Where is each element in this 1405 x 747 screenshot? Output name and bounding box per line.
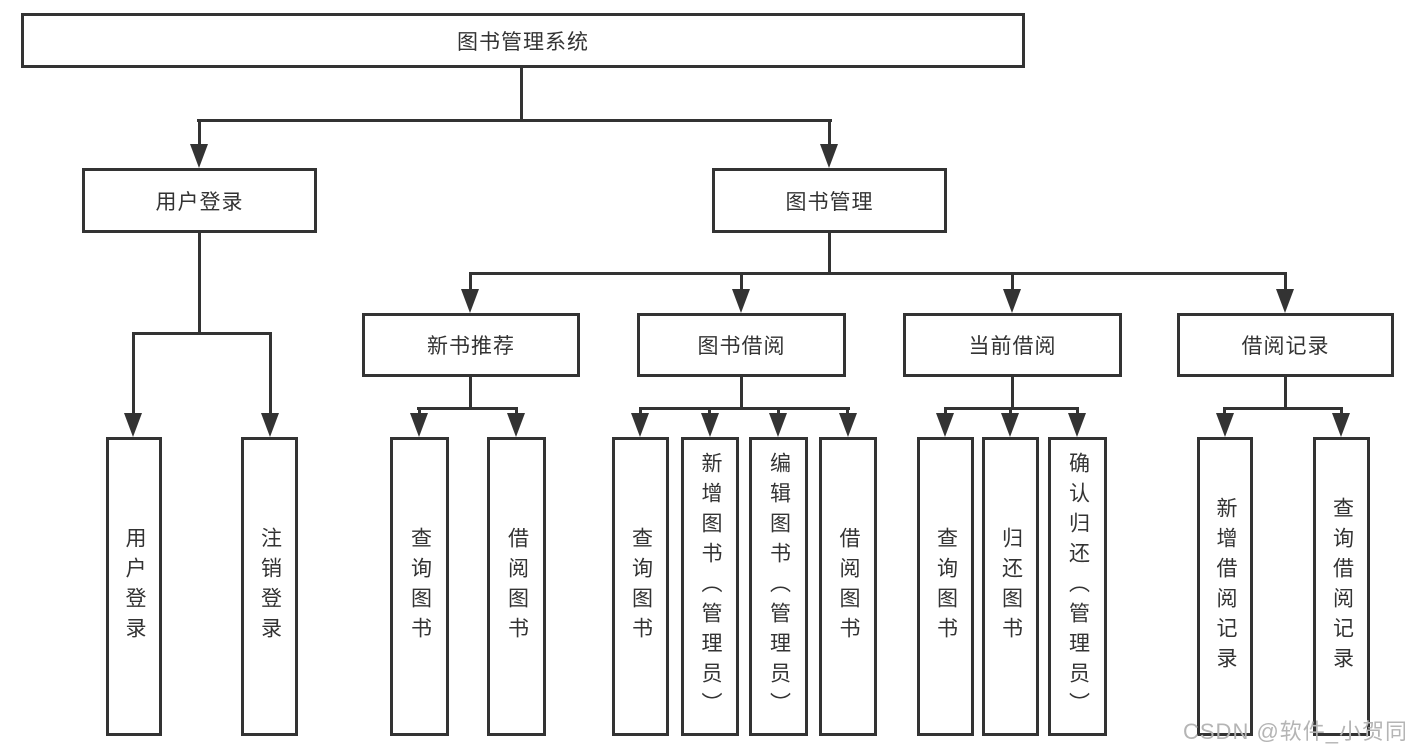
arrow-down-icon bbox=[732, 289, 750, 313]
node-leaf-confirm-return-admin: 确认归还（管理员） bbox=[1048, 437, 1107, 736]
node-leaf-add-borrow-record: 新增借阅记录 bbox=[1197, 437, 1253, 736]
connector-root-trunk bbox=[520, 68, 523, 120]
connector-stub-book-management bbox=[828, 119, 831, 147]
connector-borrow-records-trunk bbox=[1284, 377, 1287, 409]
connector-current-borrow-trunk bbox=[1011, 377, 1014, 409]
node-leaf-query-books-recommend: 查询图书 bbox=[390, 437, 449, 736]
node-leaf-query-books-current: 查询图书 bbox=[917, 437, 974, 736]
node-leaf-query-borrow-record: 查询借阅记录 bbox=[1313, 437, 1370, 736]
node-leaf-logout: 注销登录 bbox=[241, 437, 298, 736]
arrow-down-icon bbox=[124, 413, 142, 437]
node-leaf-edit-books-admin: 编辑图书（管理员） bbox=[749, 437, 808, 736]
arrow-down-icon bbox=[410, 413, 428, 437]
node-leaf-borrow-books-recommend: 借阅图书 bbox=[487, 437, 546, 736]
arrow-down-icon bbox=[461, 289, 479, 313]
connector-level1-branch bbox=[197, 119, 832, 122]
node-leaf-user-login: 用户登录 bbox=[106, 437, 162, 736]
node-user-login: 用户登录 bbox=[82, 168, 317, 233]
arrow-down-icon bbox=[701, 413, 719, 437]
arrow-down-icon bbox=[769, 413, 787, 437]
connector-book-management-trunk bbox=[828, 233, 831, 275]
node-book-management: 图书管理 bbox=[712, 168, 947, 233]
arrow-down-icon bbox=[1068, 413, 1086, 437]
connector-stub-leaf-logout bbox=[269, 332, 272, 417]
arrow-down-icon bbox=[190, 144, 208, 168]
connector-stub-leaf-user-login bbox=[132, 332, 135, 417]
connector-book-borrow-branch bbox=[639, 407, 850, 410]
arrow-down-icon bbox=[1216, 413, 1234, 437]
arrow-down-icon bbox=[839, 413, 857, 437]
connector-stub-new-book-recommend bbox=[469, 272, 472, 292]
node-leaf-query-books-borrow: 查询图书 bbox=[612, 437, 669, 736]
connector-stub-book-borrow bbox=[740, 272, 743, 292]
connector-user-login-branch bbox=[132, 332, 272, 335]
node-leaf-borrow-books: 借阅图书 bbox=[819, 437, 877, 736]
arrow-down-icon bbox=[936, 413, 954, 437]
arrow-down-icon bbox=[261, 413, 279, 437]
node-borrow-records: 借阅记录 bbox=[1177, 313, 1394, 377]
arrow-down-icon bbox=[1001, 413, 1019, 437]
node-library-management-system: 图书管理系统 bbox=[21, 13, 1025, 68]
node-current-borrow: 当前借阅 bbox=[903, 313, 1122, 377]
node-book-borrow: 图书借阅 bbox=[637, 313, 846, 377]
connector-borrow-records-branch bbox=[1223, 407, 1343, 410]
node-leaf-add-books-admin: 新增图书（管理员） bbox=[681, 437, 739, 736]
connector-stub-user-login bbox=[198, 119, 201, 147]
connector-level3-branch bbox=[469, 272, 1287, 275]
connector-stub-borrow-records bbox=[1284, 272, 1287, 292]
node-leaf-return-books: 归还图书 bbox=[982, 437, 1039, 736]
arrow-down-icon bbox=[507, 413, 525, 437]
arrow-down-icon bbox=[820, 144, 838, 168]
arrow-down-icon bbox=[1276, 289, 1294, 313]
connector-book-borrow-trunk bbox=[740, 377, 743, 409]
arrow-down-icon bbox=[1332, 413, 1350, 437]
watermark-text: CSDN @软件_小贺同学 bbox=[1183, 719, 1405, 744]
arrow-down-icon bbox=[631, 413, 649, 437]
arrow-down-icon bbox=[1003, 289, 1021, 313]
node-new-book-recommend: 新书推荐 bbox=[362, 313, 580, 377]
connector-new-book-recommend-trunk bbox=[469, 377, 472, 409]
connector-stub-current-borrow bbox=[1011, 272, 1014, 292]
connector-new-book-recommend-branch bbox=[417, 407, 518, 410]
connector-user-login-trunk bbox=[198, 233, 201, 335]
